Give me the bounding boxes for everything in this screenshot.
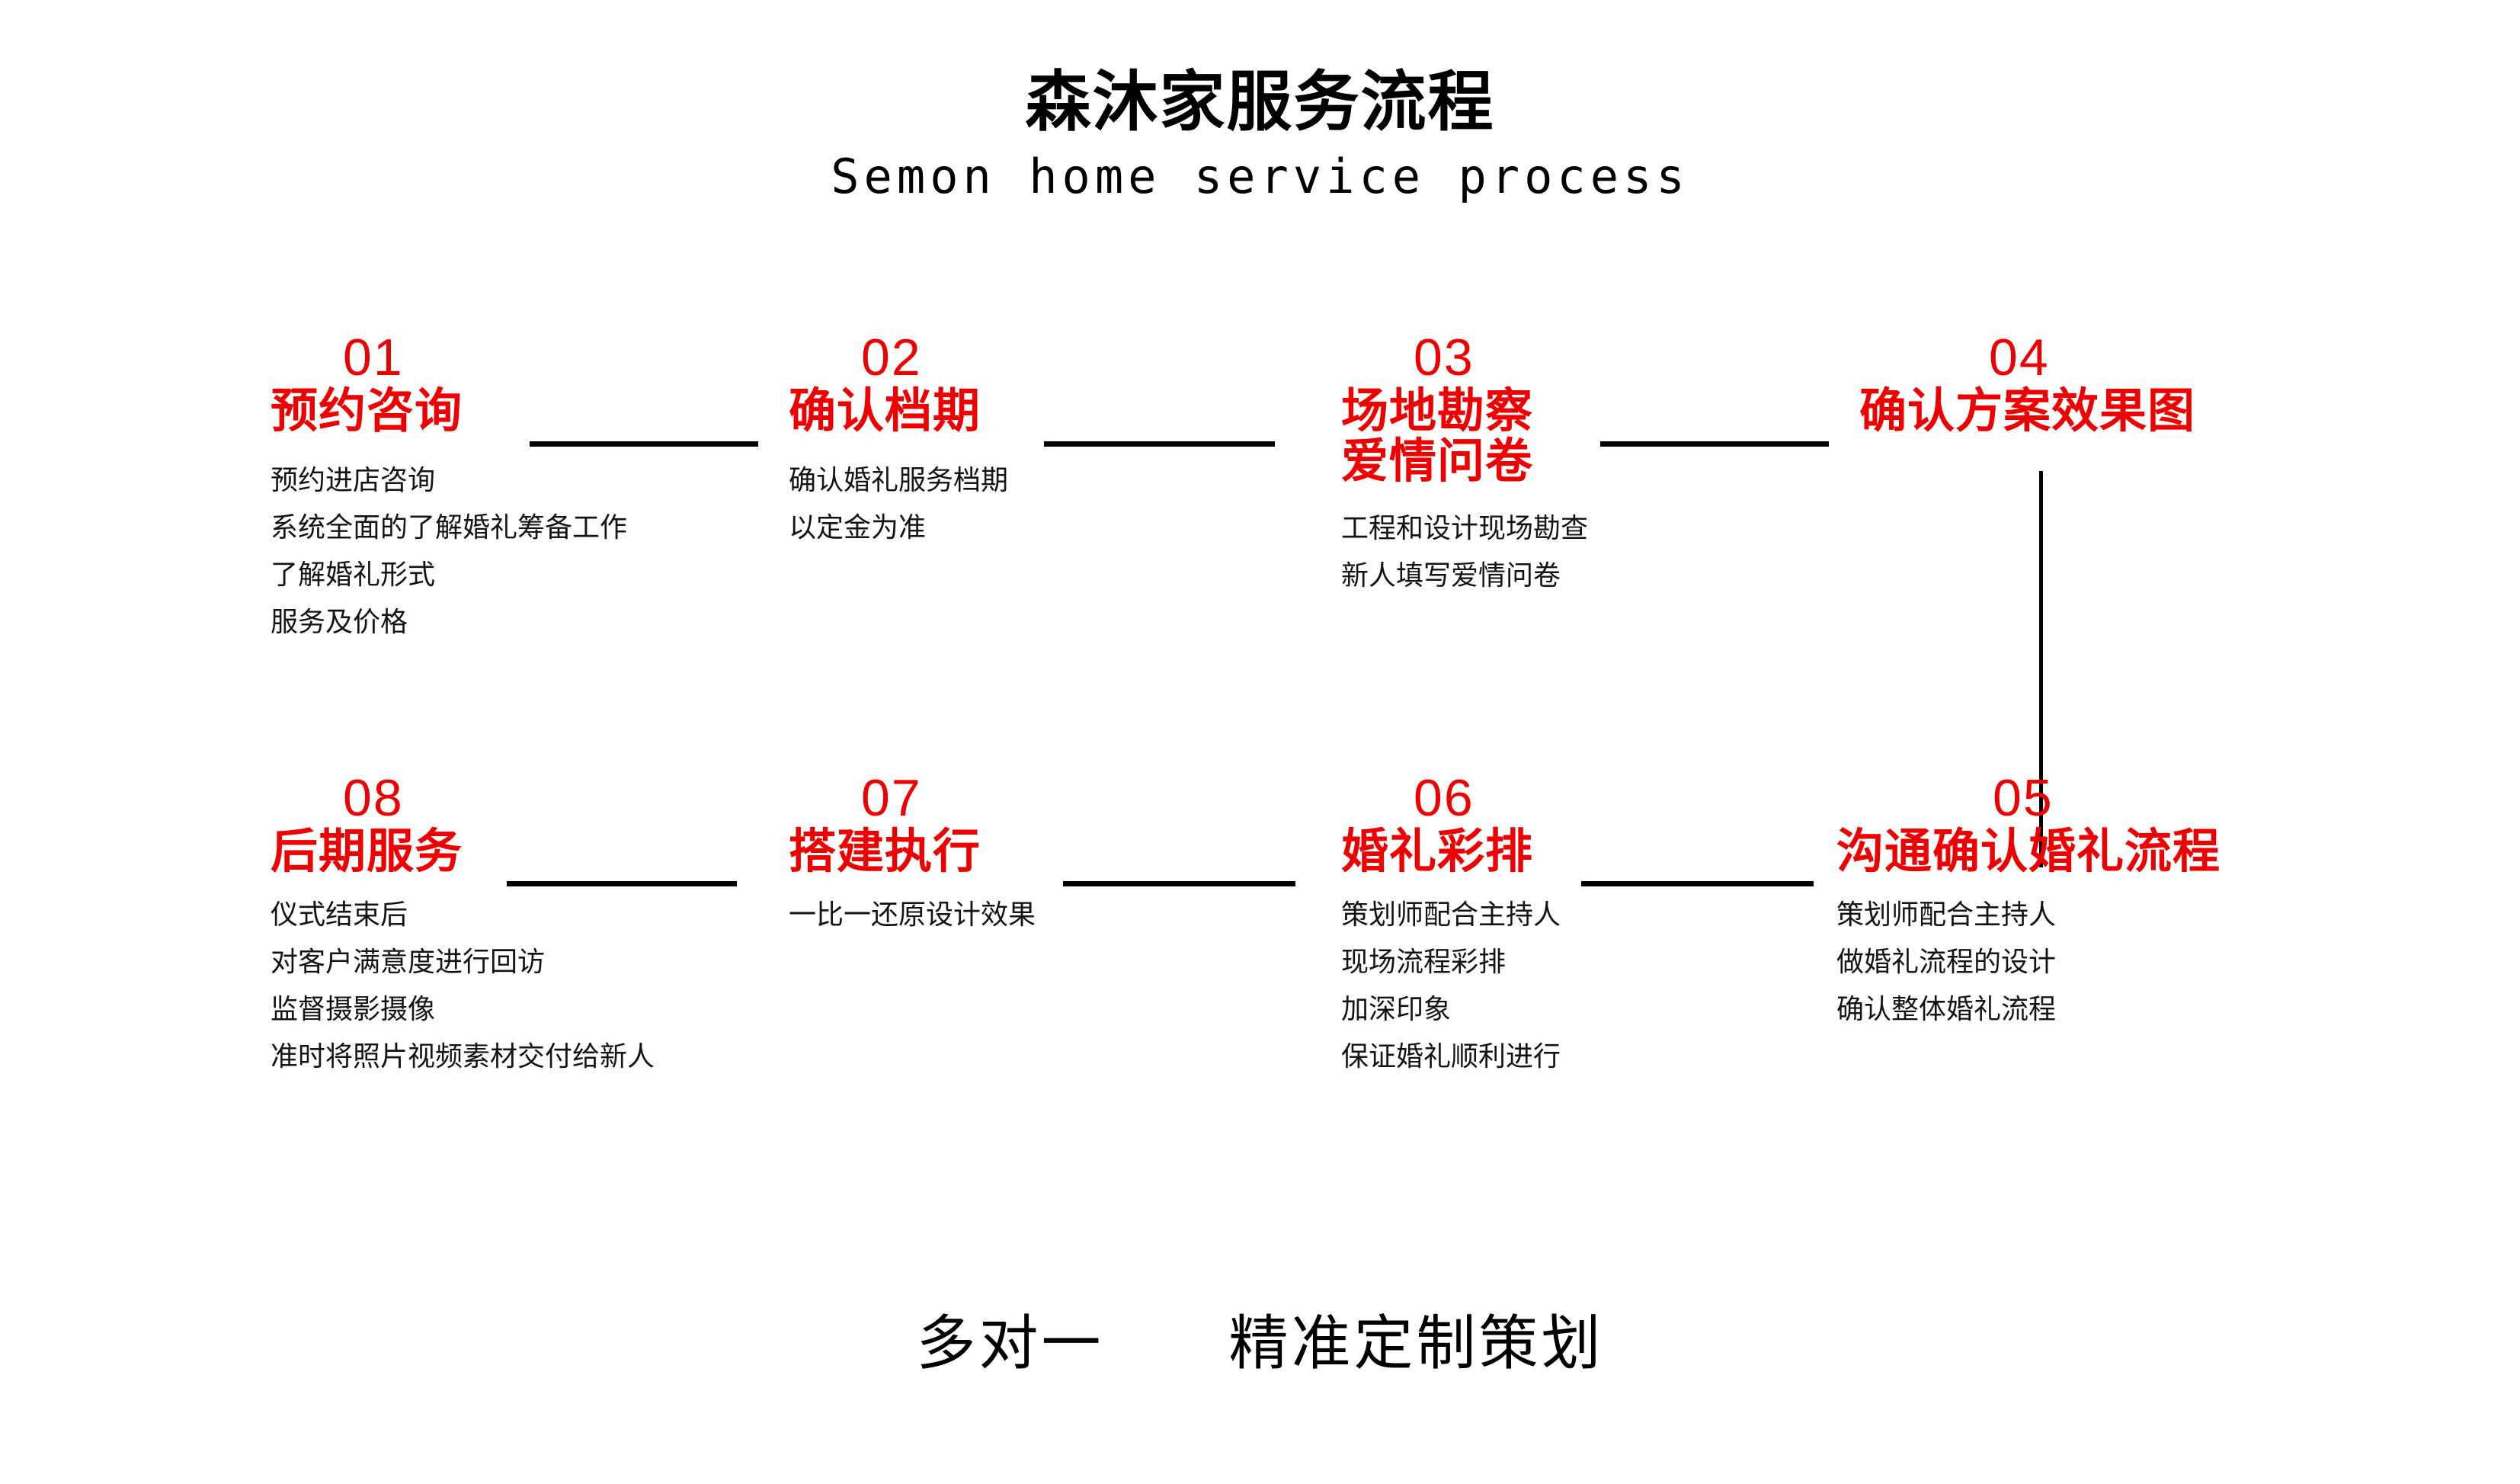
step-08-title: 后期服务 [271,825,463,878]
connector-04-to-05 [2039,471,2043,867]
connector-02-to-03 [1044,441,1275,447]
step-08-number: 08 [343,769,404,827]
step-07-title: 搭建执行 [789,825,981,878]
step-08[interactable]: 08 后期服务 仪式结束后 对客户满意度进行回访 监督摄影摄像 准时将照片视频素… [271,772,789,1080]
page-subtitle: Semon home service process [831,148,1689,204]
step-01-body-line: 了解婚礼形式 [271,559,436,591]
step-02[interactable]: 02 确认档期 确认婚礼服务档期 以定金为准 [789,332,1261,551]
step-06-body-line: 加深印象 [1341,993,1452,1025]
step-01[interactable]: 01 预约咨询 预约进店咨询 系统全面的了解婚礼筹备工作 了解婚礼形式 服务及价… [271,332,743,646]
step-02-body-line: 以定金为准 [789,511,927,543]
step-03[interactable]: 03 场地勘察 爱情问卷 工程和设计现场勘查 新人填写爱情问卷 [1341,332,1829,599]
step-06-body: 策划师配合主持人 现场流程彩排 加深印象 保证婚礼顺利进行 [1341,891,1814,1080]
step-06-body-line: 策划师配合主持人 [1341,899,1561,931]
step-06[interactable]: 06 婚礼彩排 策划师配合主持人 现场流程彩排 加深印象 保证婚礼顺利进行 [1341,772,1814,1080]
step-03-body-line: 新人填写爱情问卷 [1341,559,1561,591]
step-06-body-line: 现场流程彩排 [1341,946,1507,978]
step-01-body-line: 服务及价格 [271,606,408,638]
step-07-body-line: 一比一还原设计效果 [789,899,1036,931]
step-02-title: 确认档期 [789,385,981,438]
step-05-body-line: 确认整体婚礼流程 [1836,993,2057,1025]
step-04[interactable]: 04 确认方案效果图 [1859,332,2393,437]
connector-03-to-04 [1600,441,1829,447]
step-01-body: 预约进店咨询 系统全面的了解婚礼筹备工作 了解婚礼形式 服务及价格 [271,457,743,646]
step-08-body-line: 对客户满意度进行回访 [271,946,546,978]
poster-header: 森沐家服务流程 Semon home service process [0,67,2520,204]
step-07-body: 一比一还原设计效果 [789,891,1261,938]
step-03-title-line1: 场地勘察 [1341,385,1534,438]
step-01-title: 预约咨询 [271,385,463,438]
connector-07-to-08 [507,881,737,886]
poster-footer: 多对一 精准定制策划 [0,1296,2520,1381]
step-05-title: 沟通确认婚礼流程 [1836,825,2221,878]
step-02-body: 确认婚礼服务档期 以定金为准 [789,457,1261,551]
step-03-number: 03 [1414,329,1475,386]
page-title: 森沐家服务流程 [1025,66,1495,139]
step-07-number: 07 [861,769,922,827]
step-03-body-line: 工程和设计现场勘查 [1341,511,1589,543]
step-03-title: 场地勘察 爱情问卷 [1341,386,1829,488]
step-01-body-line: 预约进店咨询 [271,464,436,496]
step-08-body-line: 仪式结束后 [271,899,408,931]
connector-06-to-07 [1063,881,1295,886]
step-06-title: 婚礼彩排 [1341,825,1534,878]
connector-05-to-06 [1581,881,1814,886]
step-05-number: 05 [1993,769,2054,827]
step-08-body-line: 监督摄影摄像 [271,993,436,1025]
step-07[interactable]: 07 搭建执行 一比一还原设计效果 [789,772,1261,938]
step-08-body-line: 准时将照片视频素材交付给新人 [271,1040,655,1072]
step-05-body-line: 做婚礼流程的设计 [1836,946,2057,978]
step-01-number: 01 [343,329,404,386]
footer-tagline: 多对一 精准定制策划 [916,1309,1604,1377]
connector-01-to-02 [530,441,758,447]
step-08-body: 仪式结束后 对客户满意度进行回访 监督摄影摄像 准时将照片视频素材交付给新人 [271,891,789,1080]
step-03-title-line2: 爱情问卷 [1341,435,1534,489]
step-05-body-line: 策划师配合主持人 [1836,899,2057,931]
step-01-body-line: 系统全面的了解婚礼筹备工作 [271,511,628,543]
step-02-number: 02 [861,329,922,386]
step-03-body: 工程和设计现场勘查 新人填写爱情问卷 [1341,505,1829,599]
step-04-number: 04 [1989,329,2050,386]
step-04-title: 确认方案效果图 [1859,385,2196,438]
step-06-number: 06 [1414,769,1475,827]
step-05-body: 策划师配合主持人 做婚礼流程的设计 确认整体婚礼流程 [1836,891,2416,1033]
step-02-body-line: 确认婚礼服务档期 [789,464,1009,496]
step-05[interactable]: 05 沟通确认婚礼流程 策划师配合主持人 做婚礼流程的设计 确认整体婚礼流程 [1836,772,2416,1033]
step-06-body-line: 保证婚礼顺利进行 [1341,1040,1561,1072]
